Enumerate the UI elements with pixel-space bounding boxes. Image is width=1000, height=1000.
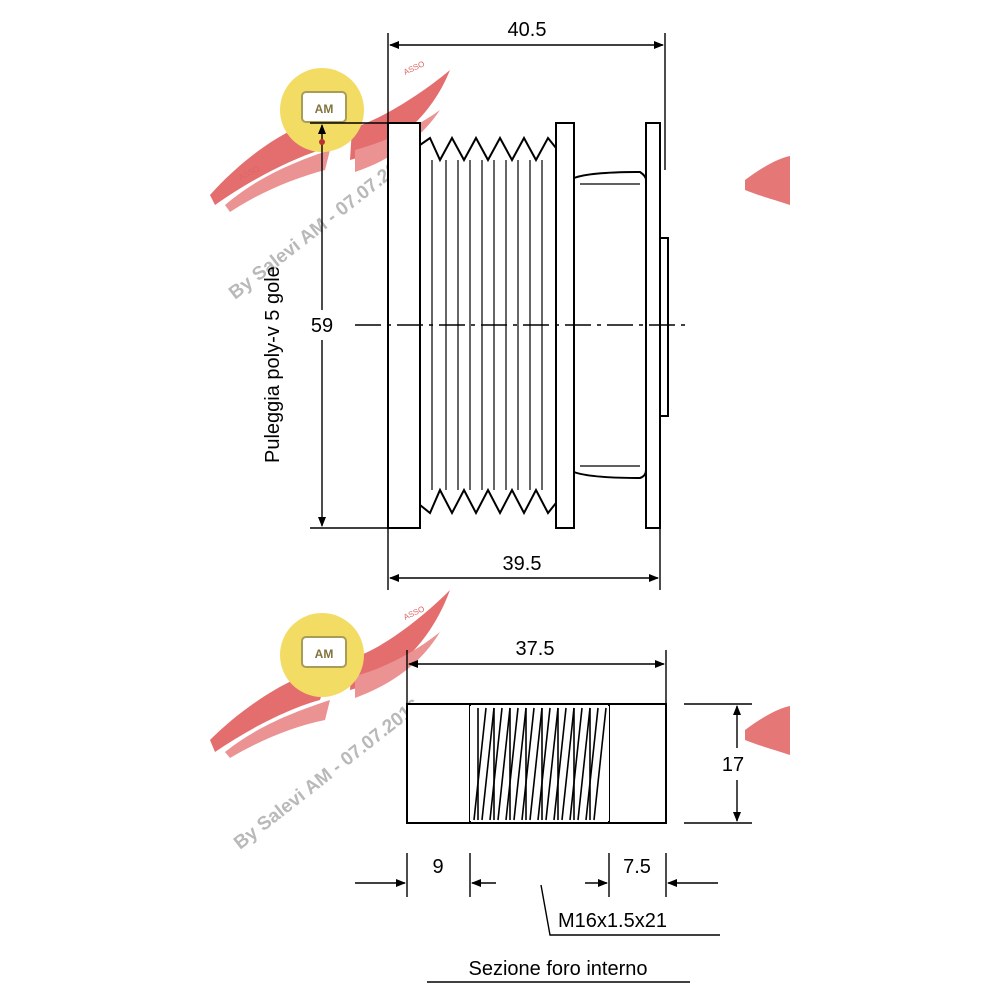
dim-section-length-label: 37.5 xyxy=(516,638,555,660)
dim-origin-dot xyxy=(319,139,325,145)
dim-section-height-label: 17 xyxy=(722,754,744,776)
section-title: Sezione foro interno xyxy=(468,958,647,980)
watermark-wing-right-top xyxy=(745,156,790,205)
dim-height-label: 59 xyxy=(311,315,333,337)
dim-section-height xyxy=(684,703,752,824)
dim-top-width xyxy=(387,33,666,170)
dim-section-length xyxy=(406,650,667,704)
dim-section-ends xyxy=(355,853,720,936)
dim-top-width-label: 40.5 xyxy=(508,19,547,41)
pulley-label: Puleggia poly-v 5 gole xyxy=(262,266,284,463)
logo-mark: AM xyxy=(315,102,334,116)
thread-hatch xyxy=(473,707,607,821)
dim-section-left-label: 9 xyxy=(432,856,443,878)
dim-section-right-label: 7.5 xyxy=(623,856,651,878)
dim-height xyxy=(310,122,388,529)
watermark-wing-right-bottom xyxy=(745,706,790,755)
bore-section xyxy=(406,703,667,824)
dim-bottom-width-label: 39.5 xyxy=(503,553,542,575)
logo-mark-bottom: AM xyxy=(315,647,334,661)
wing-text-2: ASSO xyxy=(402,59,426,77)
thread-spec-label: M16x1.5x21 xyxy=(558,910,667,932)
watermark-logo-bottom: AM ASSO xyxy=(210,590,450,758)
dim-bottom-width xyxy=(387,528,661,590)
pulley-end-boss xyxy=(659,237,669,417)
pulley-side-view xyxy=(387,122,669,529)
thread-leader xyxy=(540,884,720,936)
